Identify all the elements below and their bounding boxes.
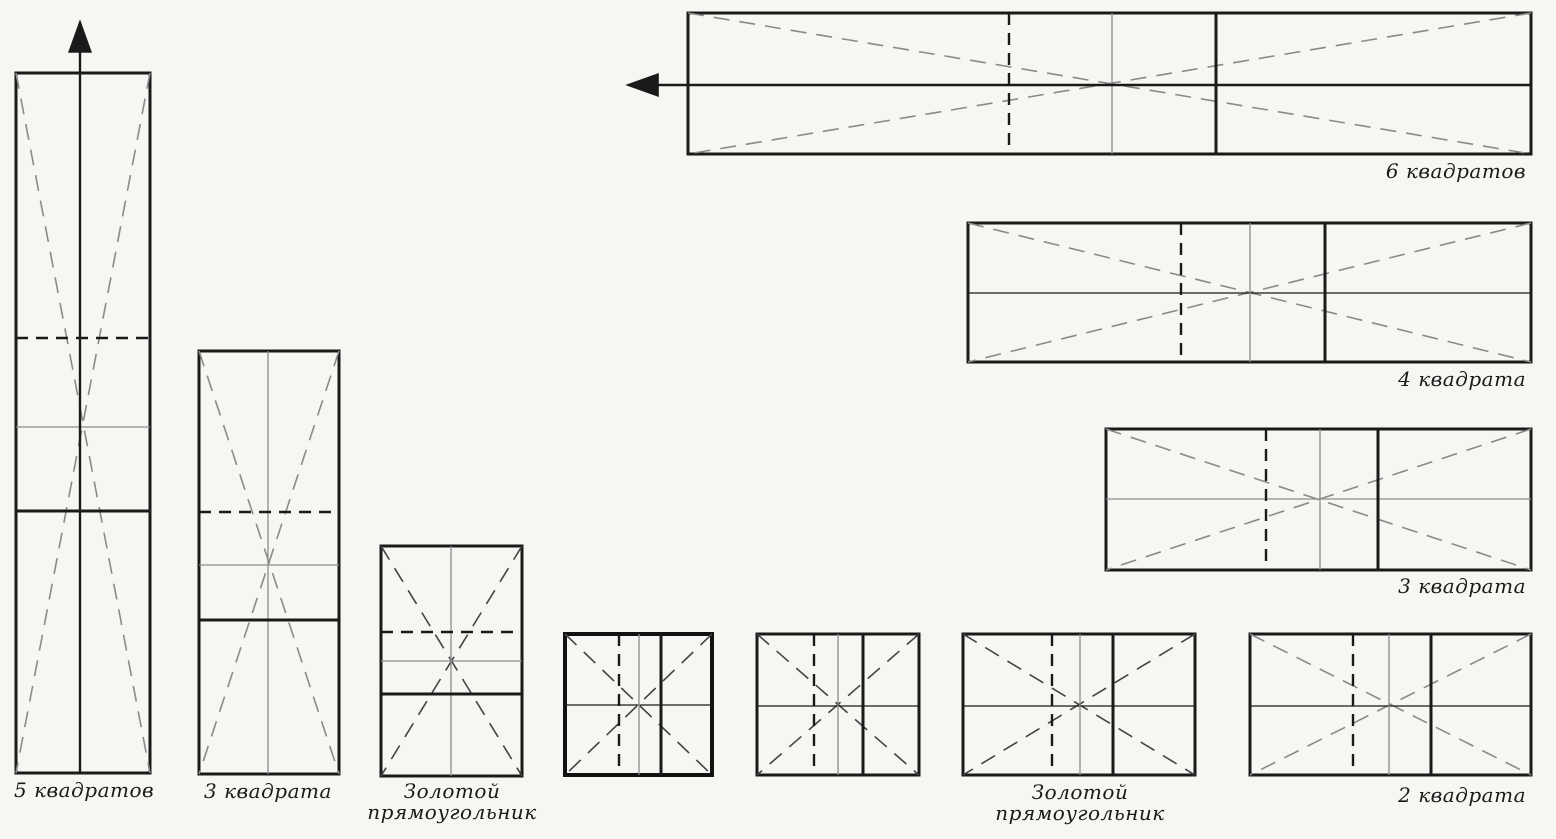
- caption-golden-vertical-2: прямоугольник: [367, 800, 536, 824]
- caption-three-squares-horizontal: 3 квадрата: [1398, 574, 1526, 598]
- caption-golden-vertical-1: Золотой: [404, 779, 501, 803]
- rect-six-squares: [625, 11, 1533, 156]
- caption-golden-horizontal-1: Золотой: [1032, 780, 1129, 804]
- rect-three-squares-horizontal: [1104, 427, 1533, 572]
- rect-square: [563, 632, 714, 777]
- caption-four-squares: 4 квадрата: [1397, 367, 1526, 391]
- caption-six-squares: 6 квадратов: [1386, 159, 1526, 183]
- rect-two-squares: [1248, 632, 1533, 777]
- rect-golden-horizontal: [961, 632, 1197, 777]
- caption-five-squares: 5 квадратов: [14, 778, 154, 802]
- caption-golden-horizontal-2: прямоугольник: [995, 801, 1164, 825]
- rect-golden-vertical: [379, 544, 524, 778]
- rect-five-squares: [14, 19, 152, 775]
- rect-four-squares: [966, 221, 1533, 364]
- caption-three-squares-vertical: 3 квадрата: [204, 779, 332, 803]
- caption-two-squares: 2 квадрата: [1397, 783, 1526, 807]
- rect-small-horizontal: [755, 632, 921, 777]
- rect-three-squares-vertical: [197, 349, 341, 776]
